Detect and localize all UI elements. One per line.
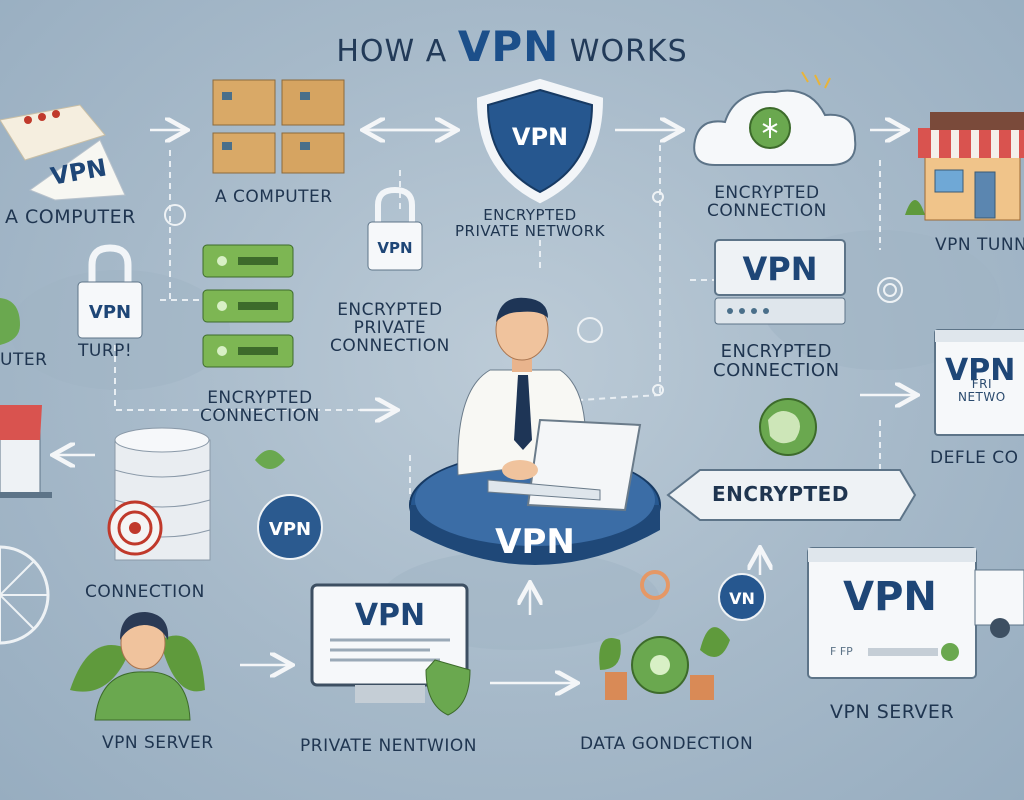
label-encrypted-private-connection: ENCRYPTED PRIVATE CONNECTION (330, 300, 450, 356)
label-encrypted-banner: ENCRYPTED (712, 482, 849, 506)
dashed-connectors (114, 145, 881, 500)
green-shield-partial-icon (0, 298, 20, 345)
browser-vpn-text: VPN (843, 574, 937, 620)
browser-fp-text: F FP (830, 645, 853, 658)
monitor-icon: VPN (310, 583, 471, 716)
vpn-shield-icon: VPN (476, 78, 604, 204)
person-woman-icon (70, 612, 205, 721)
monitor-vpn-text: VPN (355, 598, 425, 633)
page-title: HOW A VPN WORKS (0, 22, 1024, 71)
cloud-icon (693, 71, 857, 166)
label-fr-network: FRI NETWO (958, 377, 1006, 404)
flow-arrows (55, 130, 915, 683)
label-encrypted-private-network: ENCRYPTED PRIVATE NETWORK (455, 206, 605, 240)
padlock-icon-top: VPN (367, 186, 423, 271)
padlock-icon-left: VPN (77, 244, 143, 339)
label-define-co: DEFLE CO (930, 448, 1019, 468)
label-encrypted-connection-right: ENCRYPTED CONNECTION (713, 341, 840, 381)
label-data-connection: DATA GONDECTION (580, 734, 754, 754)
person-at-laptop-icon (457, 297, 642, 512)
small-decor-icons (164, 191, 903, 396)
label-a-computer-mid: A COMPUTER (215, 187, 333, 207)
vpn-badge-icon: VPN (257, 494, 323, 560)
vn-badge-text: VN (729, 589, 755, 608)
label-encrypted-connection-left: ENCRYPTED CONNECTION (200, 388, 320, 426)
label-vpn-tunnel: VPN TUNN (935, 235, 1024, 255)
plant-data-icon (599, 570, 730, 700)
network-window-icon: VPN (934, 329, 1024, 436)
label-vpn-server-left: VPN SERVER (102, 733, 214, 753)
shield-vpn-text: VPN (512, 123, 568, 151)
platform-vpn-text: VPN (495, 522, 575, 562)
title-prefix: HOW A (336, 34, 448, 69)
label-encrypted-connection-top: ENCRYPTED CONNECTION (707, 183, 827, 221)
label-a-computer-left: A COMPUTER (5, 206, 136, 228)
database-icon (107, 427, 211, 561)
browser-window-icon: VPN F FP (807, 547, 977, 679)
truck-icon (974, 569, 1024, 638)
title-highlight: VPN (457, 22, 560, 71)
label-turp: TURP! (78, 341, 133, 361)
store-icon (905, 112, 1024, 221)
padlock-left-vpn-text: VPN (89, 302, 131, 323)
vpn-document-icon: VPN (0, 104, 126, 201)
green-globe-icon (759, 398, 817, 456)
green-leaf-icon (255, 450, 285, 469)
server-stack-icon (202, 244, 294, 368)
globe-wheel-icon (0, 545, 50, 645)
router-vpn-text: VPN (743, 250, 818, 288)
computer-boxes-icon (212, 79, 345, 174)
label-uter: UTER (0, 350, 48, 370)
vpn-router-icon: VPN (714, 239, 846, 325)
label-connection: CONNECTION (85, 582, 205, 602)
padlock-vpn-text: VPN (377, 239, 412, 257)
label-vpn-server-right: VPN SERVER (830, 701, 955, 723)
badge-vpn-text: VPN (269, 519, 311, 540)
title-suffix: WORKS (569, 34, 688, 69)
storefront-icon-left (0, 405, 52, 498)
window-vpn-text: VPN (945, 353, 1015, 388)
label-private-network: PRIVATE NENTWION (300, 736, 477, 756)
encrypted-banner (666, 469, 917, 521)
vn-badge-icon: VN (718, 573, 766, 621)
